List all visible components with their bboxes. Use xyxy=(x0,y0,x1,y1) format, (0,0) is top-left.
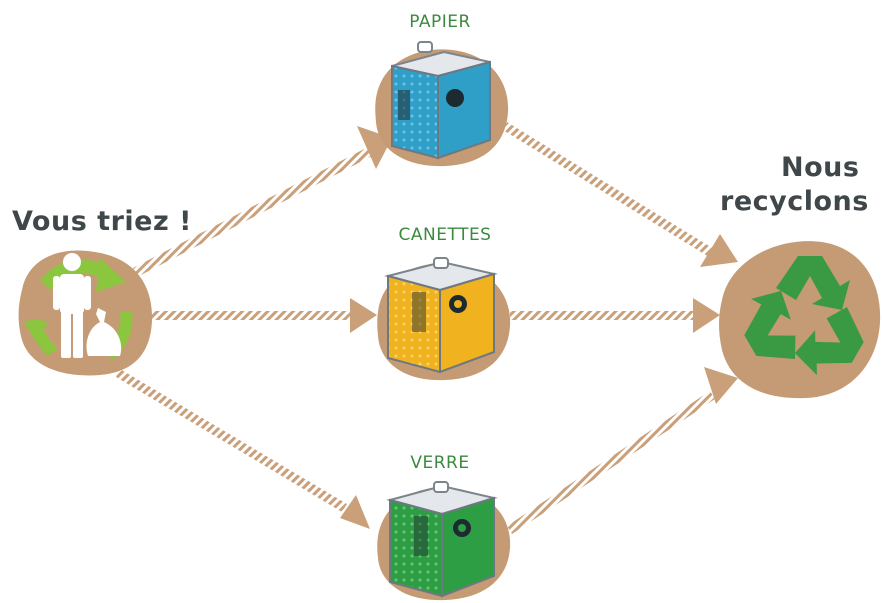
arrow-canettes-to-recycle xyxy=(510,298,720,333)
papier-bin-group xyxy=(375,41,509,167)
can-bin-icon xyxy=(384,257,498,374)
arrow-source-to-canettes xyxy=(152,298,377,333)
arrows xyxy=(116,122,738,534)
bin-label-canettes: CANETTES xyxy=(398,225,492,245)
bin-label-papier: PAPIER xyxy=(409,12,471,32)
arrow-verre-to-recycle xyxy=(507,367,738,534)
paper-bin-icon xyxy=(391,41,491,160)
glass-bin-icon xyxy=(386,481,498,598)
recycle-blob xyxy=(719,241,881,399)
recycle-icon xyxy=(744,256,864,376)
arrow-papier-to-recycle xyxy=(503,122,738,267)
arrow-source-to-papier xyxy=(133,126,392,277)
arrow-source-to-verre xyxy=(116,369,370,529)
target-label-line2: recyclons ! xyxy=(720,186,882,217)
source-blob xyxy=(18,250,153,376)
person-icon xyxy=(53,253,91,358)
bin-label-verre: VERRE xyxy=(410,453,470,473)
canettes-bin-group xyxy=(377,257,511,381)
source-label: Vous triez ! xyxy=(12,206,192,237)
target-label-line1: Nous xyxy=(781,152,860,183)
trash-bag-icon xyxy=(86,308,122,356)
verre-bin-group xyxy=(377,481,511,601)
